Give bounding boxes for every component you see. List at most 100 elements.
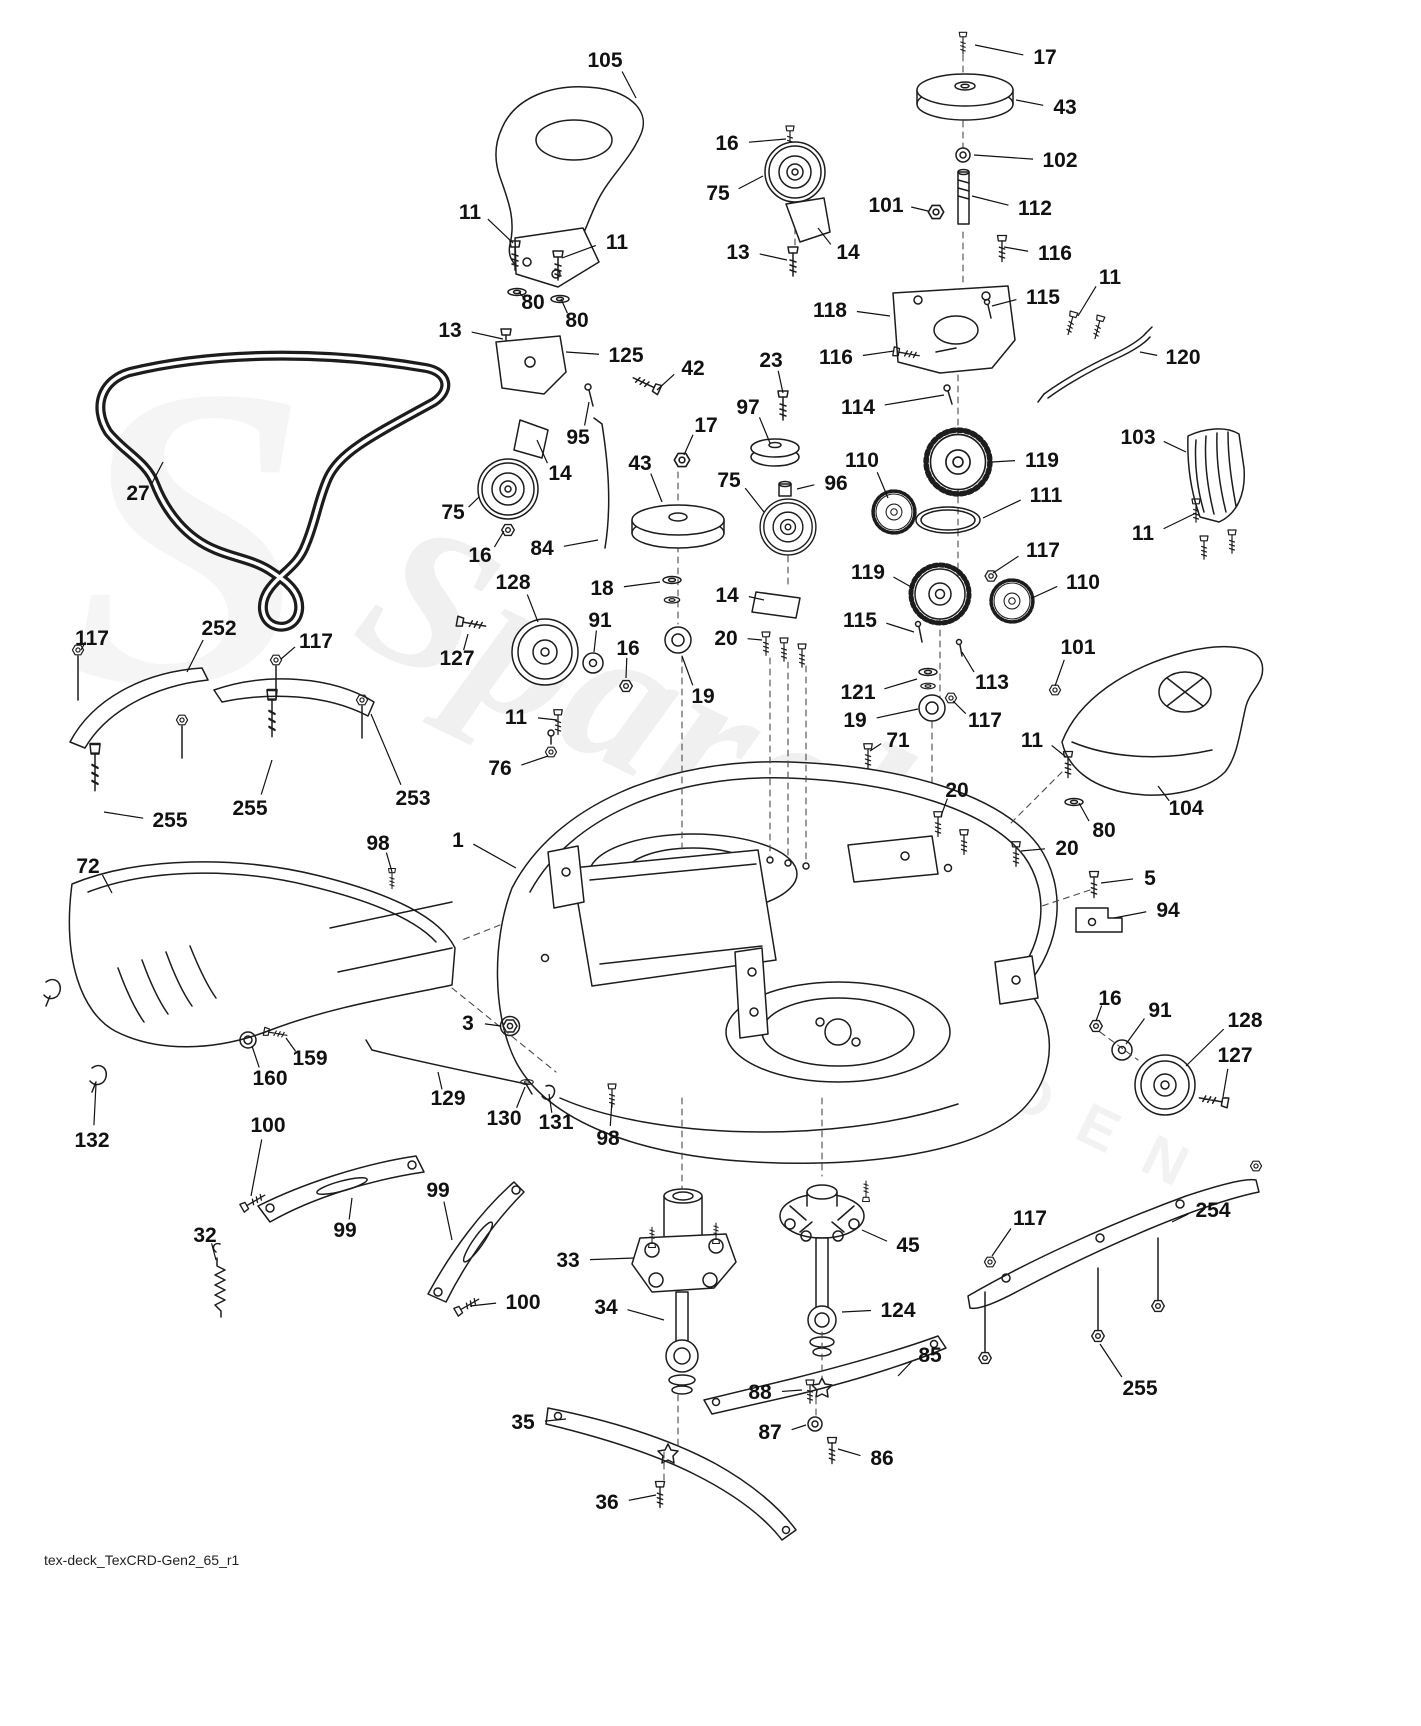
callout-leader-116	[862, 350, 895, 357]
part-callout-11: 11	[606, 231, 629, 254]
callout-leader-131	[548, 1093, 553, 1113]
callout-leader-117	[280, 646, 296, 660]
part-callout-119: 119	[1025, 449, 1059, 472]
part-callout-130: 130	[486, 1107, 521, 1130]
callout-leader-102	[973, 154, 1034, 160]
part-gauge-wheel-right	[1089, 1019, 1230, 1116]
callout-leader-124	[841, 1309, 872, 1313]
callout-leader-20	[747, 638, 763, 641]
callout-leader-18	[623, 581, 661, 588]
callout-leader-129	[437, 1071, 443, 1090]
part-callout-254: 254	[1195, 1199, 1230, 1222]
part-callout-19: 19	[843, 709, 866, 732]
callout-leader-35	[544, 1418, 567, 1422]
part-callout-16: 16	[715, 132, 738, 155]
callout-leader-75	[738, 175, 764, 190]
callout-leader-101	[911, 206, 929, 212]
part-callout-72: 72	[76, 855, 99, 878]
callout-leader-116	[1003, 246, 1029, 252]
part-callout-159: 159	[292, 1047, 327, 1070]
callout-leader-98	[609, 1099, 613, 1127]
part-callout-98: 98	[366, 832, 390, 855]
part-callout-17: 17	[1033, 46, 1056, 69]
callout-leader-94	[1113, 911, 1147, 919]
part-callout-13: 13	[438, 319, 461, 342]
callout-leader-16	[1095, 1005, 1103, 1022]
callout-leader-19	[681, 655, 694, 686]
part-callout-88: 88	[748, 1381, 772, 1404]
part-callout-17: 17	[694, 414, 717, 437]
part-callout-76: 76	[488, 757, 511, 780]
part-callout-18: 18	[590, 577, 614, 600]
part-callout-19: 19	[691, 685, 714, 708]
part-callout-71: 71	[886, 729, 910, 752]
callout-leader-11	[1051, 744, 1067, 758]
callout-leader-105	[621, 71, 637, 99]
callout-leader-113	[961, 651, 975, 673]
part-discharge-guard	[495, 86, 644, 288]
part-callout-11: 11	[505, 706, 528, 729]
callout-leader-125	[565, 351, 600, 355]
callout-leader-91	[593, 630, 597, 653]
part-callout-20: 20	[1055, 837, 1078, 860]
assembly-guide-lines-front	[451, 655, 1139, 1485]
part-callout-127: 127	[439, 647, 474, 670]
part-callout-16: 16	[468, 544, 491, 567]
callout-leader-128	[526, 594, 539, 623]
callout-leader-80	[560, 298, 568, 314]
fasteners-right-deck	[933, 811, 1123, 933]
callout-leader-95	[584, 401, 590, 426]
part-callout-91: 91	[588, 609, 612, 632]
callout-leader-20	[940, 798, 948, 817]
callout-leader-33	[589, 1257, 635, 1261]
part-belt	[95, 350, 451, 632]
part-callout-125: 125	[608, 344, 643, 367]
part-brake-rod-group	[43, 978, 617, 1108]
part-callout-14: 14	[715, 584, 739, 607]
part-callout-43: 43	[628, 452, 651, 475]
part-gear-train	[871, 430, 1062, 722]
part-callout-255: 255	[232, 797, 267, 820]
part-shaft-pulley-upper-right	[916, 31, 1014, 263]
fasteners-blade-center	[654, 1379, 838, 1509]
callout-leader-43	[650, 473, 663, 503]
part-callout-11: 11	[459, 201, 482, 224]
callout-leader-71	[869, 743, 882, 752]
callout-leader-99	[348, 1197, 353, 1220]
part-callout-87: 87	[758, 1421, 781, 1444]
callout-leader-17	[683, 434, 694, 456]
callout-leader-112	[971, 195, 1009, 206]
callout-leader-100	[469, 1302, 497, 1307]
part-callout-255: 255	[1122, 1377, 1157, 1400]
callout-leader-252	[186, 639, 204, 673]
part-callout-99: 99	[426, 1179, 449, 1202]
callout-leader-91	[1125, 1018, 1145, 1045]
part-callout-45: 45	[896, 1234, 920, 1257]
part-callout-115: 115	[1026, 286, 1060, 309]
callout-leader-110	[1031, 585, 1058, 599]
part-callout-103: 103	[1120, 426, 1155, 449]
callout-leader-16	[748, 138, 787, 143]
part-mandrel-plate	[892, 285, 1016, 405]
callout-leader-127	[1222, 1068, 1229, 1098]
part-callout-35: 35	[511, 1411, 535, 1434]
part-callout-91: 91	[1148, 999, 1172, 1022]
part-callout-252: 252	[201, 617, 236, 640]
part-callout-111: 111	[1030, 484, 1063, 507]
part-callout-14: 14	[836, 241, 860, 264]
part-gauge-wheel-front	[455, 615, 633, 693]
part-deflector-chute	[68, 861, 456, 1048]
part-callout-121: 121	[840, 681, 875, 704]
part-callout-98: 98	[596, 1127, 620, 1150]
part-suspension-arms	[212, 1155, 525, 1318]
callout-leader-84	[563, 539, 599, 547]
callout-leader-117	[991, 1228, 1012, 1257]
document-code: tex-deck_TexCRD-Gen2_65_r1	[44, 1552, 240, 1568]
callout-leader-23	[777, 370, 784, 394]
callout-leader-128	[1185, 1028, 1225, 1067]
part-callout-96: 96	[824, 472, 847, 495]
part-callout-32: 32	[193, 1224, 216, 1247]
